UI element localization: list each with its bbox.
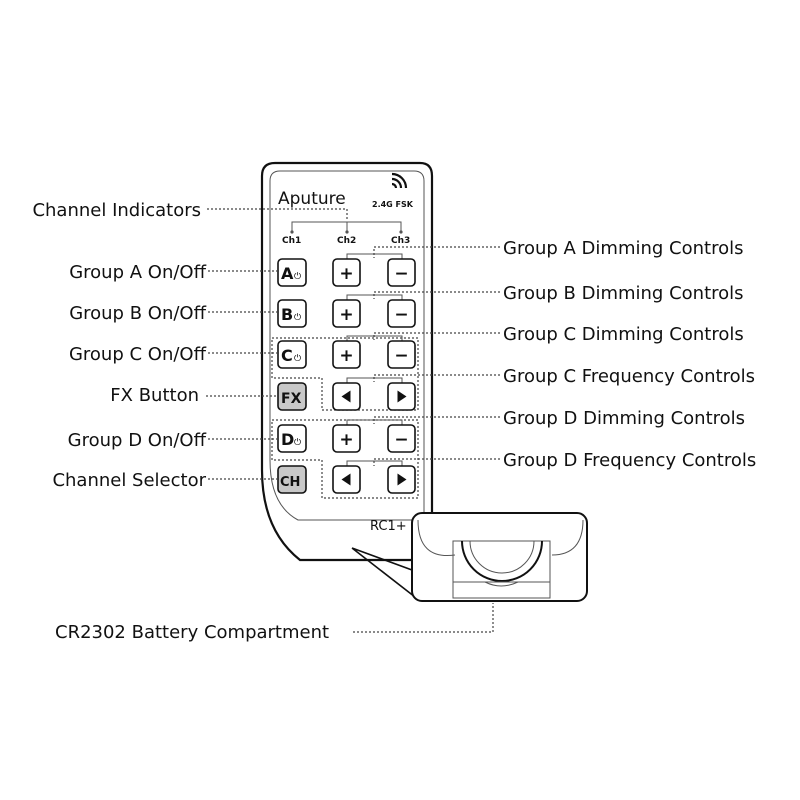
svg-text:A: A — [281, 264, 294, 283]
label-channel-selector: Channel Selector — [52, 470, 206, 491]
label-group-d-dimming: Group D Dimming Controls — [503, 408, 745, 429]
plus-icon: + — [339, 346, 353, 366]
power-icon: ⏻ — [294, 312, 301, 323]
arrow-right-icon — [397, 473, 407, 486]
svg-text:B: B — [281, 305, 293, 324]
channel-selector-button[interactable]: CH — [277, 465, 307, 494]
svg-text:FX: FX — [281, 391, 302, 407]
group-a-onoff-button[interactable]: A⏻ — [277, 258, 307, 287]
group-a-dim-down-button[interactable]: − — [387, 258, 416, 287]
battery-cell-icon — [461, 540, 543, 582]
label-group-a-dimming: Group A Dimming Controls — [503, 238, 744, 259]
group-b-onoff-button[interactable]: B⏻ — [277, 299, 307, 328]
plus-icon: + — [339, 305, 353, 325]
battery-slot — [452, 540, 551, 599]
group-c-onoff-button[interactable]: C⏻ — [277, 340, 307, 369]
channel-indicator-2: Ch2 — [337, 236, 356, 246]
group-c-freq-right-button[interactable] — [387, 382, 416, 411]
label-group-c-frequency: Group C Frequency Controls — [503, 366, 755, 387]
label-group-b-dimming: Group B Dimming Controls — [503, 283, 744, 304]
arrow-left-icon — [341, 473, 351, 486]
battery-wedge — [351, 547, 416, 598]
svg-text:CH: CH — [280, 475, 300, 490]
group-d-onoff-button[interactable]: D⏻ — [277, 424, 307, 453]
wireless-icon — [391, 172, 408, 189]
label-battery-compartment: CR2302 Battery Compartment — [55, 622, 329, 643]
group-b-dim-up-button[interactable]: + — [332, 299, 361, 328]
battery-compartment — [411, 512, 588, 602]
power-icon: ⏻ — [294, 437, 301, 448]
group-a-dim-up-button[interactable]: + — [332, 258, 361, 287]
remote-inner-edge — [269, 170, 425, 521]
power-icon: ⏻ — [294, 353, 301, 364]
brand-logo: Aputure — [278, 189, 346, 209]
plus-icon: + — [339, 264, 353, 284]
plus-icon: + — [339, 430, 353, 450]
group-d-dim-up-button[interactable]: + — [332, 424, 361, 453]
label-group-b-onoff: Group B On/Off — [69, 303, 206, 324]
model-label: RC1+ — [370, 519, 407, 534]
power-icon: ⏻ — [294, 271, 301, 282]
minus-icon: − — [394, 305, 408, 325]
label-group-c-onoff: Group C On/Off — [69, 344, 207, 365]
fx-button[interactable]: FX — [277, 382, 307, 411]
arrow-right-icon — [397, 390, 407, 403]
minus-icon: − — [394, 346, 408, 366]
svg-text:D: D — [281, 430, 294, 449]
channel-indicator-1: Ch1 — [282, 236, 301, 246]
minus-icon: − — [394, 264, 408, 284]
label-group-a-onoff: Group A On/Off — [69, 262, 206, 283]
label-fx-button: FX Button — [110, 385, 199, 406]
label-group-c-dimming: Group C Dimming Controls — [503, 324, 744, 345]
frequency-label: 2.4G FSK — [372, 200, 414, 209]
label-group-d-frequency: Group D Frequency Controls — [503, 450, 756, 471]
group-c-freq-left-button[interactable] — [332, 382, 361, 411]
group-d-dim-down-button[interactable]: − — [387, 424, 416, 453]
minus-icon: − — [394, 430, 408, 450]
arrow-left-icon — [341, 390, 351, 403]
group-c-dim-up-button[interactable]: + — [332, 340, 361, 369]
group-b-dim-down-button[interactable]: − — [387, 299, 416, 328]
label-group-d-onoff: Group D On/Off — [68, 430, 207, 451]
channel-indicator-3: Ch3 — [391, 236, 410, 246]
group-d-freq-left-button[interactable] — [332, 465, 361, 494]
svg-text:C: C — [281, 346, 293, 365]
group-c-dim-down-button[interactable]: − — [387, 340, 416, 369]
label-channel-indicators: Channel Indicators — [32, 200, 201, 221]
group-d-freq-right-button[interactable] — [387, 465, 416, 494]
